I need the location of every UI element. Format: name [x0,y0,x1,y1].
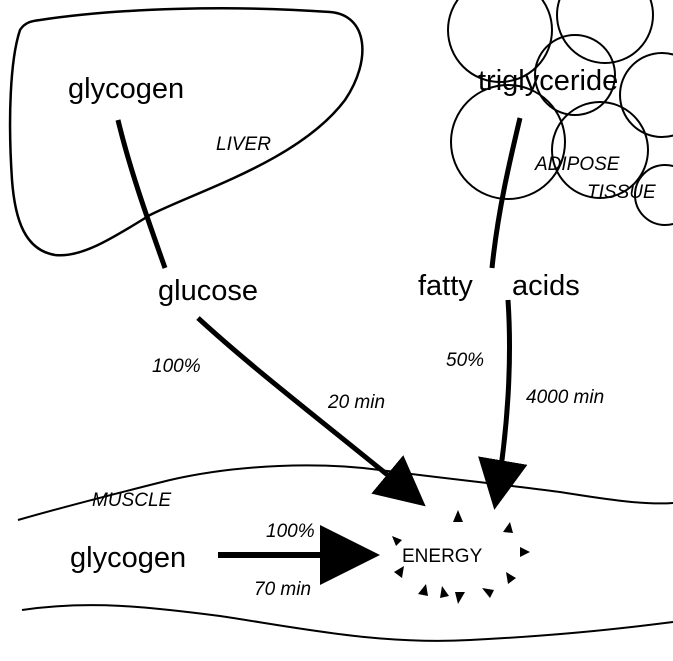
burst-tick [506,572,516,584]
fat-cell [447,0,553,83]
energy-label: ENERGY [402,546,483,567]
arrow-triglyceride-to-fatty-acids [489,117,523,269]
burst-tick [440,586,449,598]
fat-cell [634,164,673,226]
burst-tick [453,510,463,522]
fatty-label: fatty [418,270,473,302]
glucose-label: glucose [158,275,258,307]
fat-cell [556,0,654,64]
burst-tick [418,584,428,596]
muscle-percent-label: 100% [266,521,315,542]
fatty-acids-percent-label: 50% [446,350,484,371]
fat-cell [619,52,673,138]
fat-cell [534,34,616,116]
liver-outline [8,7,364,257]
liver-label: LIVER [216,134,271,155]
muscle-time-label: 70 min [254,579,311,600]
burst-tick [482,588,494,598]
arrow-liver-glycogen-to-glucose [115,119,168,269]
tissue-label: TISSUE [587,182,656,203]
adipose-label: ADIPOSE [534,154,620,175]
burst-tick [520,547,530,557]
adipose-tissue [447,0,673,226]
liver-glycogen-label: glycogen [68,73,184,105]
burst-tick [455,592,465,604]
triglyceride-label: triglyceride [478,65,618,97]
energy-burst [392,510,530,604]
arrow-fatty-acids-to-energy [478,299,528,510]
burst-tick [392,536,402,546]
glucose-percent-label: 100% [152,356,201,377]
glucose-time-label: 20 min [327,392,385,413]
fatty-acids-time-label: 4000 min [526,387,604,408]
fat-cell [450,84,566,200]
arrow-glucose-to-energy [196,316,426,507]
burst-tick [503,522,513,533]
muscle-glycogen-label: glycogen [70,542,186,574]
muscle-label: MUSCLE [92,490,172,511]
muscle-lower-boundary [21,604,673,642]
burst-tick [394,566,404,578]
acids-label: acids [512,270,580,302]
fat-cell [551,101,649,199]
